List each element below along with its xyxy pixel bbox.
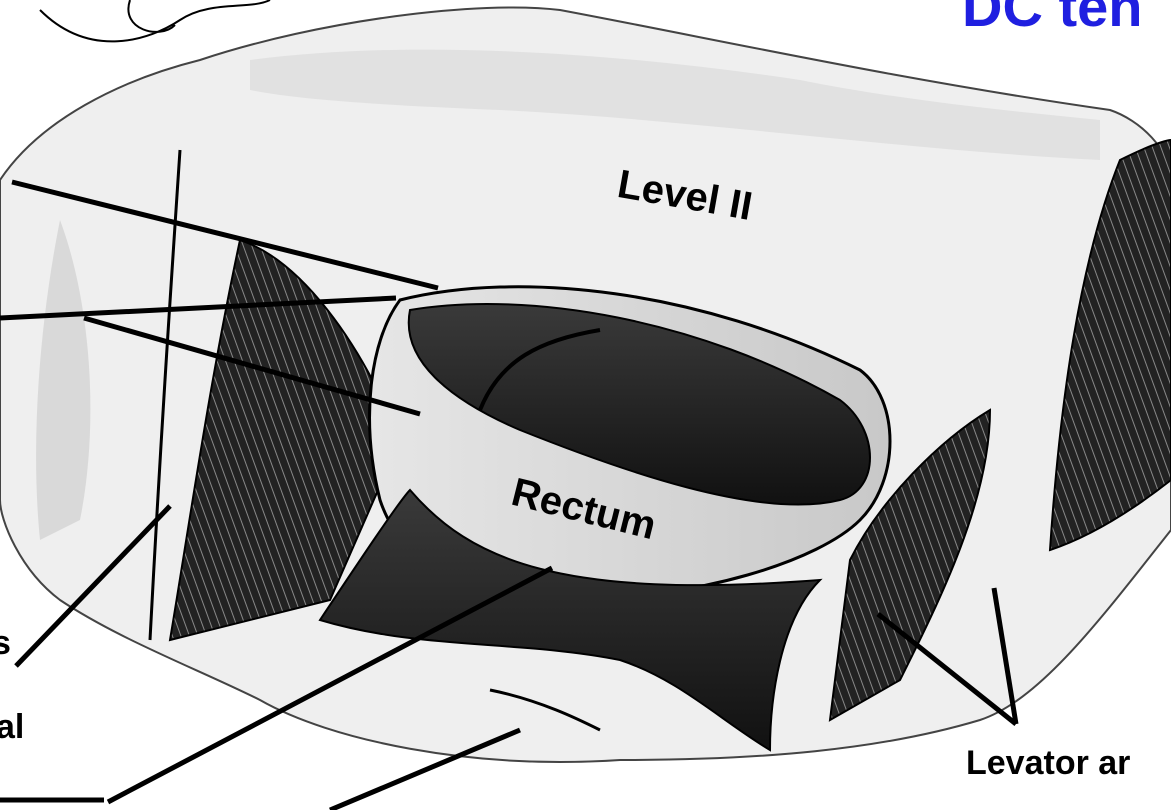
label-levator: Levator ar [966, 744, 1130, 783]
title-fragment: DC ten [962, 0, 1142, 39]
label-left-lower: al [0, 708, 24, 747]
label-left-mid: s [0, 624, 11, 663]
upper-organ-outline [40, 0, 270, 41]
